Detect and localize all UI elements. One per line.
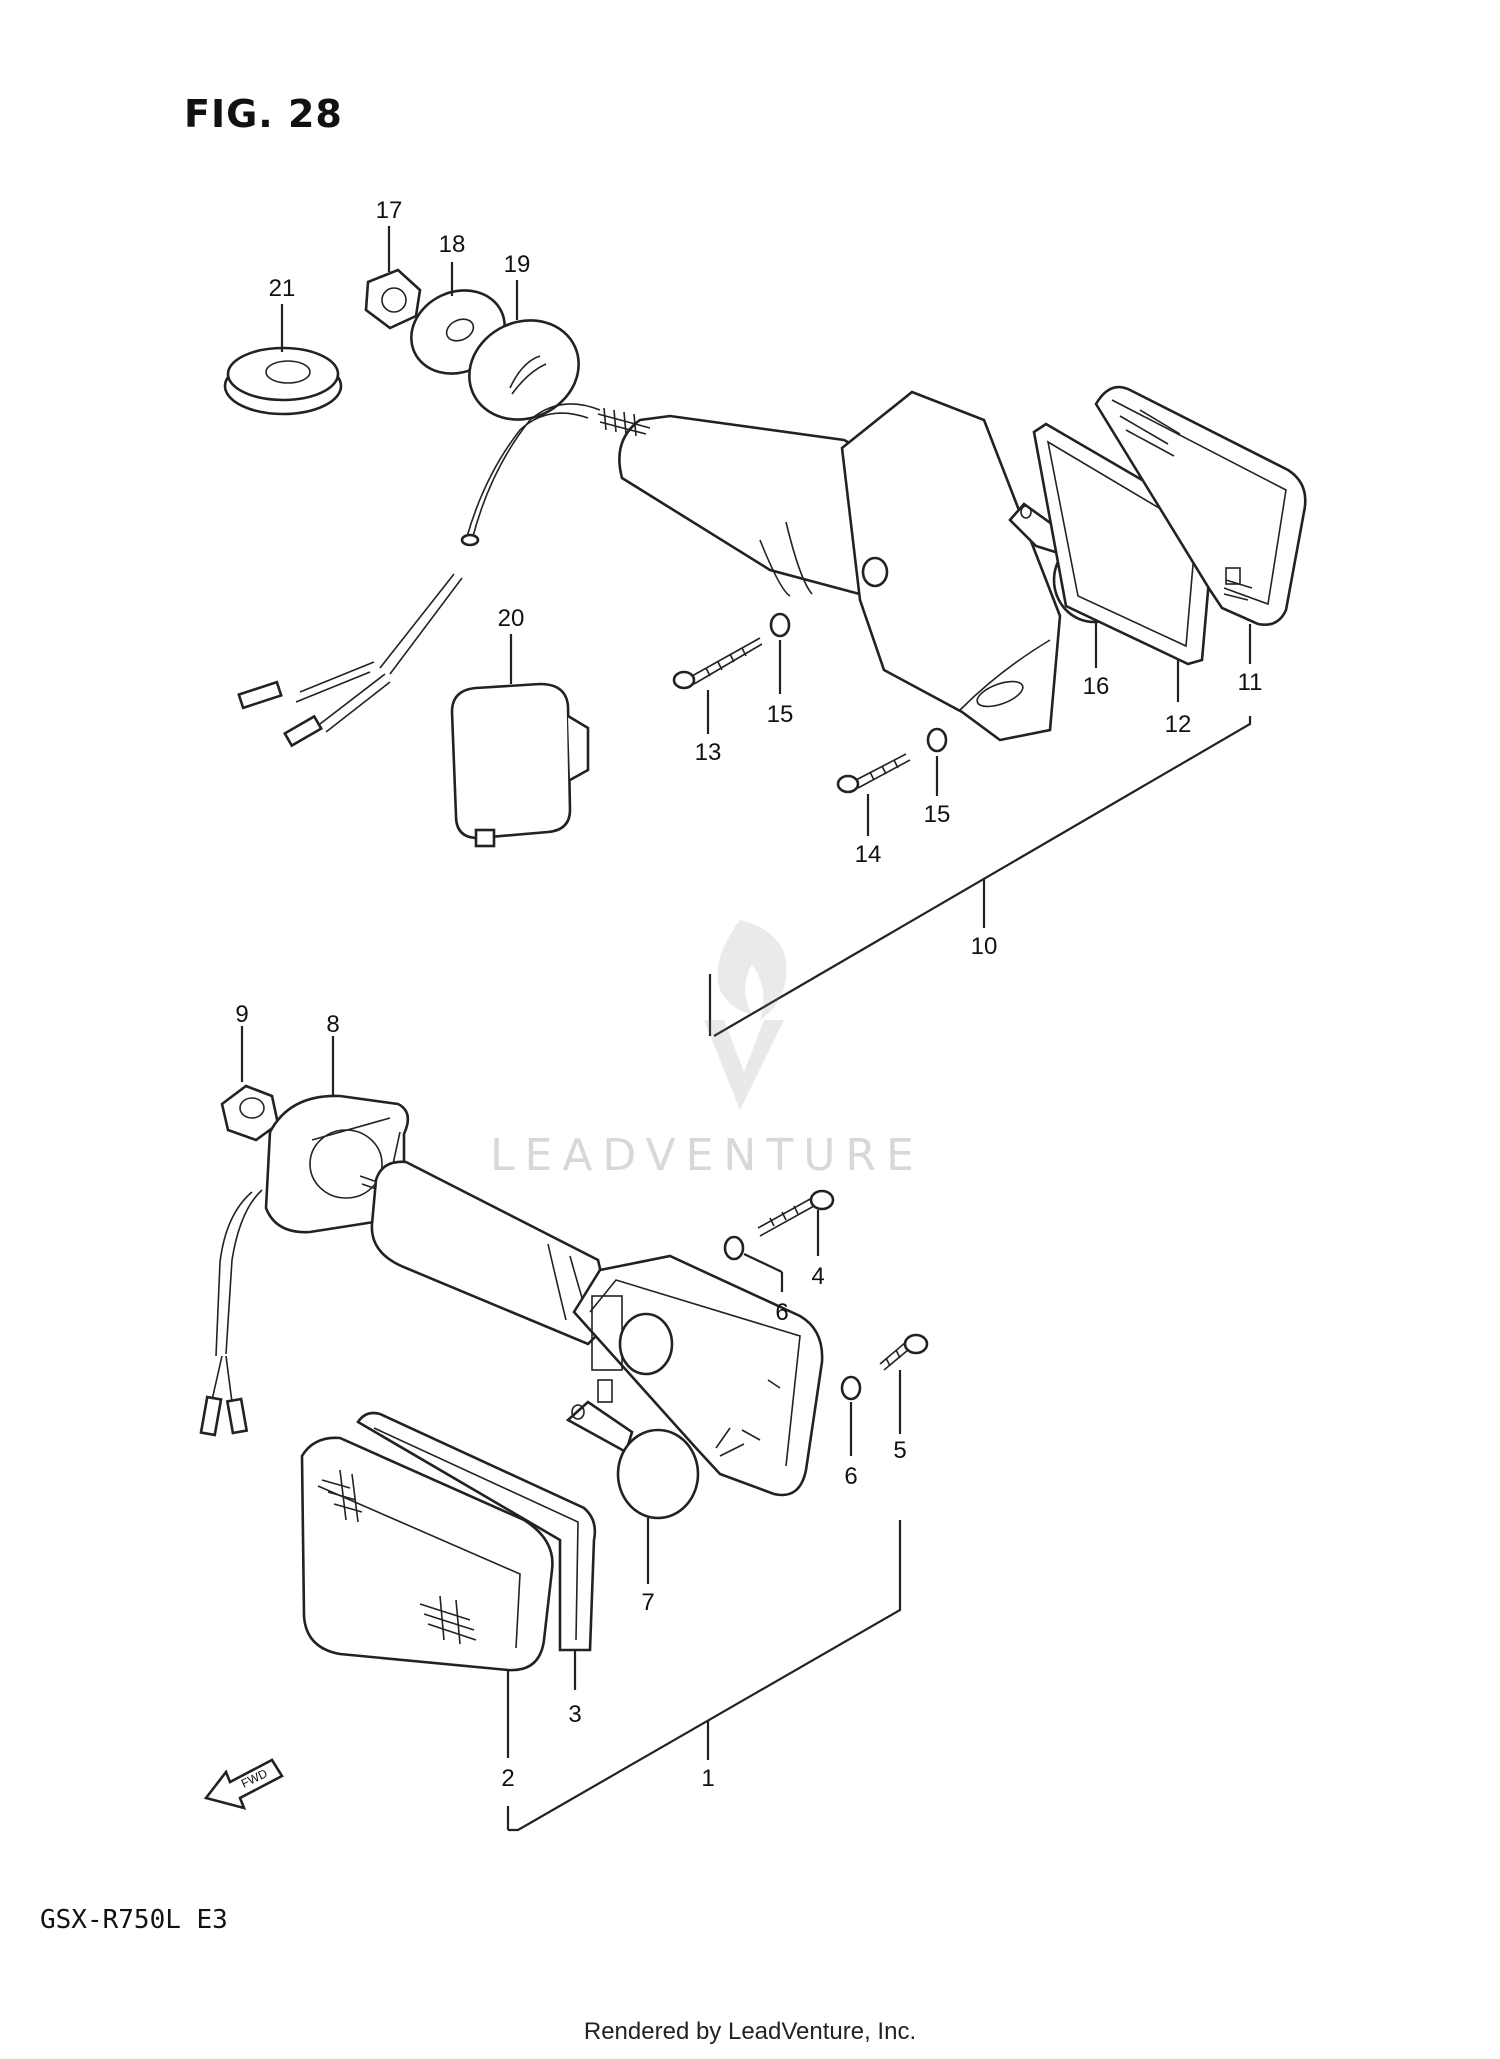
bracket-1 — [506, 1520, 902, 1832]
callout-19: 19 — [504, 251, 531, 278]
leadventure-logo-watermark — [704, 920, 787, 1110]
bracket-10 — [708, 716, 1252, 1037]
nut-15b — [926, 727, 948, 753]
nut-17 — [364, 268, 422, 330]
gasket-12 — [1032, 422, 1216, 666]
callout-14: 14 — [855, 841, 882, 868]
gasket-3 — [356, 1411, 597, 1652]
callout-7: 7 — [641, 1589, 654, 1616]
screw-5 — [879, 1333, 929, 1371]
callout-20: 20 — [498, 605, 525, 632]
callout-18: 18 — [439, 231, 466, 258]
lower-turn-signal-body — [359, 1160, 824, 1497]
screw-4 — [757, 1189, 835, 1237]
callout-4: 4 — [811, 1263, 824, 1290]
washer-6b — [840, 1375, 862, 1401]
upper-wire — [237, 403, 601, 748]
washer-6a — [723, 1235, 745, 1261]
lens-2 — [300, 1436, 554, 1672]
callout-6-upper: 6 — [775, 1299, 788, 1326]
fwd-arrow-icon: FWD — [203, 1758, 284, 1810]
callout-15-lower: 15 — [924, 801, 951, 828]
callout-13: 13 — [695, 739, 722, 766]
leader-6a — [743, 1253, 783, 1273]
callout-6-lower: 6 — [844, 1463, 857, 1490]
grommet-21 — [223, 346, 343, 416]
callout-2: 2 — [501, 1765, 514, 1792]
footer-credit: Rendered by LeadVenture, Inc. — [583, 2018, 917, 2045]
screw-14 — [836, 753, 911, 794]
callout-1: 1 — [701, 1765, 714, 1792]
callout-3: 3 — [568, 1701, 581, 1728]
callout-8: 8 — [326, 1011, 339, 1038]
callout-21: 21 — [269, 275, 296, 302]
upper-turn-signal-body — [597, 390, 1062, 742]
callout-17: 17 — [376, 197, 403, 224]
callout-5: 5 — [893, 1437, 906, 1464]
model-code: GSX-R750L E3 — [40, 1905, 228, 1935]
washer-19 — [468, 319, 580, 421]
watermark: LEADVENTURE — [490, 1130, 924, 1181]
nut-15a — [769, 612, 791, 638]
relay-20 — [450, 682, 590, 848]
bulb-7 — [565, 1400, 700, 1520]
figure-title: FIG. 28 — [184, 92, 343, 136]
callout-16: 16 — [1083, 673, 1110, 700]
screw-13 — [672, 637, 763, 690]
callout-15-upper: 15 — [767, 701, 794, 728]
callout-11: 11 — [1238, 669, 1263, 696]
callout-10: 10 — [971, 933, 998, 960]
bracket-8 — [264, 1094, 410, 1234]
callout-9: 9 — [235, 1001, 248, 1028]
lower-wire — [199, 1189, 263, 1437]
lens-11 — [1094, 385, 1307, 626]
callout-12: 12 — [1165, 711, 1192, 738]
